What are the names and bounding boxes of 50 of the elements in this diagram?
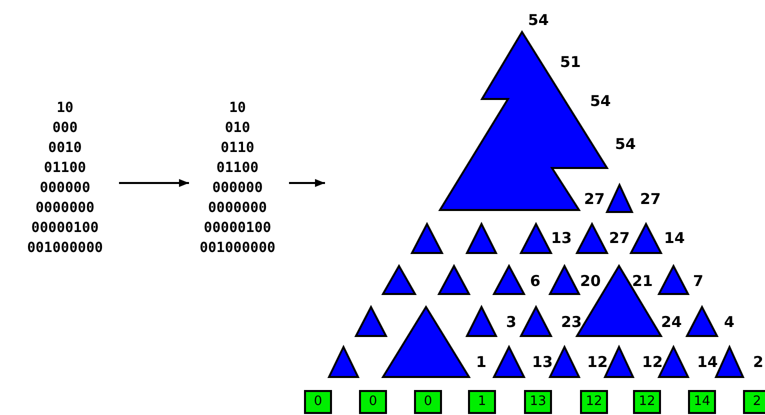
binary-row-text: 000 [51, 119, 79, 138]
count-box: 2 [743, 390, 765, 414]
count-label: 21 [632, 273, 653, 289]
binary-row-text: 00000100 [202, 219, 272, 238]
binary-row-text: 0000000 [34, 199, 96, 218]
count-box: 12 [633, 390, 661, 414]
binary-row-text: 001000000 [26, 239, 104, 258]
count-label: 23 [561, 314, 582, 330]
count-box: 1 [468, 390, 496, 414]
count-label: 13 [551, 230, 572, 246]
count-label: 24 [661, 314, 682, 330]
count-label: 12 [587, 354, 608, 370]
count-box: 0 [359, 390, 387, 414]
binary-row-text: 01100 [42, 159, 88, 178]
arrow [289, 179, 325, 187]
count-box: 0 [414, 390, 442, 414]
binary-row-text: 000000 [211, 179, 264, 198]
count-label: 54 [615, 136, 636, 152]
binary-row-text: 00000100 [30, 219, 100, 238]
count-label: 54 [528, 12, 549, 28]
count-label: 13 [532, 354, 553, 370]
count-label: 54 [590, 93, 611, 109]
binary-row-text: 000000 [38, 179, 92, 198]
binary-row-text: 0010 [47, 139, 83, 158]
count-label: 27 [584, 191, 605, 207]
count-label: 12 [642, 354, 663, 370]
binary-row-text: 001000000 [198, 239, 276, 258]
binary-row-text: 0110 [220, 139, 256, 158]
count-label: 7 [693, 273, 704, 289]
binary-row-text: 010 [224, 119, 252, 138]
binary-row-text: 10 [56, 99, 74, 118]
binary-row-text: 0000000 [206, 199, 268, 218]
binary-row-text: 01100 [215, 159, 260, 178]
count-label: 27 [640, 191, 661, 207]
count-box: 14 [688, 390, 716, 414]
count-box: 0 [304, 390, 332, 414]
count-box: 13 [524, 390, 552, 414]
count-label: 1 [476, 354, 486, 370]
count-label: 27 [609, 230, 630, 246]
binary-row-text: 10 [228, 99, 247, 118]
count-label: 51 [560, 54, 581, 70]
count-label: 14 [697, 354, 718, 370]
count-label: 6 [530, 273, 540, 289]
arrow [119, 179, 189, 187]
count-label: 20 [580, 273, 601, 289]
count-label: 14 [664, 230, 685, 246]
count-label: 2 [753, 354, 764, 370]
count-label: 4 [724, 314, 734, 330]
count-box: 12 [580, 390, 608, 414]
count-label: 3 [506, 314, 516, 330]
